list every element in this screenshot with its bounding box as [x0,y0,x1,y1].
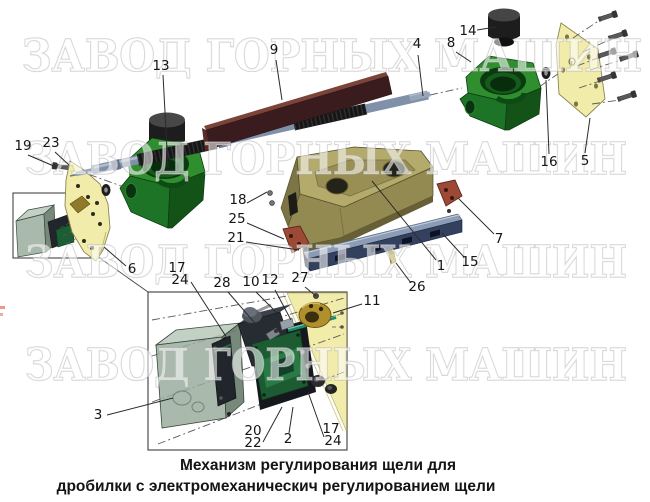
part-label-7: 7 [495,231,504,247]
part-label-5: 5 [581,153,590,169]
leader-line-22 [262,406,283,443]
universal-joint [265,317,295,341]
leader-line-11 [332,303,363,314]
leader-line-26 [395,262,412,284]
leader-line-9 [275,59,283,101]
part-label-14: 14 [459,23,476,39]
leader-line-2 [288,406,294,434]
mounting-bracket-plate [211,335,237,407]
part-label-26: 26 [408,279,425,295]
part-label-23: 23 [42,135,59,151]
leader-line-1 [371,180,437,261]
part-label-27: 27 [291,270,308,286]
leader-line-24 [307,391,325,438]
clamp-pad-7 [436,179,463,219]
leader-line-24 [190,281,228,339]
part-label-28: 28 [213,275,230,291]
clamp-pad-25 [282,225,313,258]
knobs-17-24 [311,375,337,394]
leader-line-3 [106,397,174,416]
leader-line-28 [227,291,261,330]
watermark-text: ЗАВОД ГОРНЫХ МАШИН [25,237,627,288]
part-label-19: 19 [14,138,31,154]
part-label-24: 24 [171,272,188,288]
watermark-text: ЗАВОД ГОРНЫХ МАШИН [25,134,627,185]
leader-line-16 [545,79,550,155]
guide-rail [302,213,463,272]
detail-inset [147,291,348,451]
caption-line-2: дробилки с электромеханическич регулиров… [57,478,496,495]
leader-line-13 [162,74,169,169]
plate-bolts [572,9,640,105]
cap-14 [488,8,520,47]
leader-line-21 [245,241,300,251]
leader-line-23 [54,151,70,166]
watermark-text: ЗАВОД ГОРНЫХ МАШИН [22,31,642,82]
scan-artifacts [0,306,189,470]
washer-left-hole [104,187,108,193]
caption: Механизм регулирования щели для дробилки… [57,457,496,495]
adjusting-block-right [459,55,542,131]
screw-18a [267,190,273,196]
part-label-24: 24 [324,433,341,449]
part-label-15: 15 [461,254,478,270]
part-label-21: 21 [227,230,244,246]
leader-line-27 [304,286,317,297]
main-body-casting [267,146,434,252]
wedge-plate-9 [202,72,393,151]
part-label-8: 8 [447,35,456,51]
part-label-11: 11 [363,293,380,309]
leader-line-25 [246,222,285,240]
part-label-2: 2 [284,431,293,447]
part-label-18: 18 [229,192,246,208]
motor-assembly [237,303,316,410]
part-label-4: 4 [413,36,422,52]
part-label-9: 9 [270,42,279,58]
leader-line-12 [274,289,292,321]
part-label-22: 22 [244,435,261,451]
part-label-6: 6 [128,261,137,277]
side-plate-right [555,22,606,118]
screw-18b [269,200,275,206]
part-label-17: 17 [168,260,185,276]
mini-cover-cube [15,204,57,258]
part-label-10: 10 [242,274,259,290]
leader-line-19 [27,154,57,168]
leader-line-8 [455,51,472,63]
part-label-13: 13 [152,58,169,74]
callout-line [96,255,149,293]
part-label-16: 16 [540,154,557,170]
caption-line-1: Механизм регулирования щели для [180,457,456,474]
part-label-3: 3 [94,407,103,423]
leader-line-10 [255,291,283,319]
leader-line-18 [246,191,268,204]
part-label-17: 17 [322,421,339,437]
part-label-1: 1 [437,258,446,274]
side-plate-left [64,160,111,262]
watermark-text: ЗАВОД ГОРНЫХ МАШИН [25,340,627,391]
leader-line-6 [103,246,127,267]
watermark-layer: ЗАВОД ГОРНЫХ МАШИН ЗАВОД ГОРНЫХ МАШИН ЗАВО… [21,30,642,391]
washer-16-hole [544,70,548,76]
leader-line-5 [584,117,591,154]
leader-line-15 [441,232,465,258]
bolt-26 [387,250,397,265]
mini-bracket [69,195,91,214]
coupling-11 [298,302,332,328]
part-label-12: 12 [261,272,278,288]
leader-line-4 [417,54,424,97]
part-label-20: 20 [244,423,261,439]
part-label-25: 25 [228,211,245,227]
leader-line-14 [476,26,497,31]
leader-line-7 [457,197,495,235]
